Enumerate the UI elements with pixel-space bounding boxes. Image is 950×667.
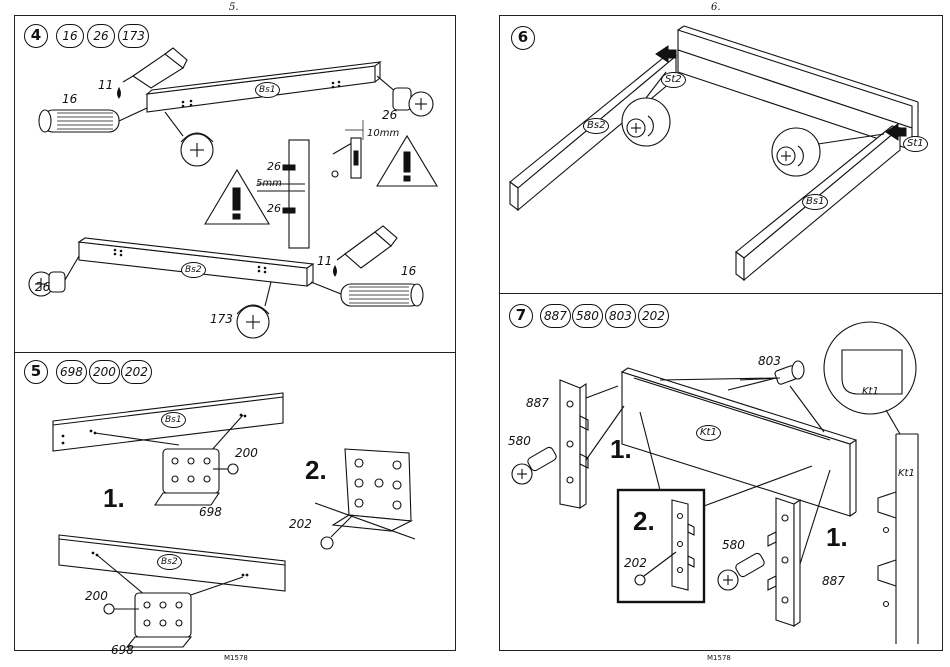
label-screw: 202 bbox=[289, 517, 312, 531]
substep-label: 1. bbox=[826, 522, 848, 553]
step-6-panel: 6 bbox=[500, 16, 942, 292]
label-cam-lock: 173 bbox=[210, 312, 233, 326]
side-panel bbox=[289, 140, 309, 248]
label-panel: St1 bbox=[903, 136, 928, 152]
label-board: Bs1 bbox=[161, 412, 186, 428]
step-4-panel: 4 16 26 173 bbox=[15, 16, 455, 352]
screw-icon bbox=[321, 515, 353, 549]
wooden-dowel-icon bbox=[311, 282, 423, 306]
substep-label: 2. bbox=[305, 455, 327, 486]
step-6-drawing bbox=[500, 16, 942, 292]
label-board: Kt1 bbox=[862, 386, 879, 397]
label-bracket: 698 bbox=[199, 505, 222, 519]
zoom-detail-icon bbox=[824, 322, 916, 434]
label-bolt: 803 bbox=[758, 354, 781, 368]
label-hook: 887 bbox=[822, 574, 845, 588]
side-board-kt1 bbox=[878, 434, 918, 644]
step-5-panel: 5 698 200 202 bbox=[15, 353, 455, 650]
label-board: Bs1 bbox=[255, 82, 280, 98]
label-screw: 202 bbox=[624, 556, 647, 570]
step-4-drawing bbox=[15, 16, 455, 352]
label-dowel: 16 bbox=[62, 92, 77, 106]
left-page: 4 16 26 173 bbox=[14, 15, 456, 651]
glue-bottle-icon bbox=[334, 226, 398, 276]
step-5-drawing bbox=[15, 353, 455, 650]
label-glue: 11 bbox=[98, 78, 113, 92]
substep-label: 1. bbox=[610, 434, 632, 465]
label-hook: 887 bbox=[526, 396, 549, 410]
cam-lock-icon bbox=[237, 282, 271, 338]
label-board: Kt1 bbox=[696, 425, 721, 441]
right-page-number: 6. bbox=[711, 2, 721, 13]
corner-bracket-icon bbox=[127, 593, 191, 647]
label-cam-bolt: 26 bbox=[382, 108, 397, 122]
label-glue: 11 bbox=[317, 254, 332, 268]
label-spacing: 5mm bbox=[256, 178, 282, 189]
cam-lock-icon bbox=[165, 112, 213, 166]
label-board: Bs2 bbox=[157, 554, 182, 570]
label-panel: St2 bbox=[661, 72, 686, 88]
label-bolt: 26 bbox=[267, 160, 281, 173]
label-dowel: 16 bbox=[401, 264, 416, 278]
screw-icon bbox=[104, 604, 139, 614]
label-depth: 10mm bbox=[367, 128, 399, 139]
substep-label: 2. bbox=[633, 506, 655, 537]
corner-bracket-icon bbox=[155, 449, 219, 505]
label-bolt: 580 bbox=[508, 434, 531, 448]
bolt-icon bbox=[718, 552, 766, 590]
label-bolt: 580 bbox=[722, 538, 745, 552]
right-footer: M1578 bbox=[707, 654, 731, 662]
bolt-icon bbox=[512, 446, 558, 484]
corner-bracket-icon bbox=[315, 449, 415, 539]
left-page-number: 5. bbox=[229, 2, 239, 13]
right-page: 6 bbox=[499, 15, 943, 651]
label-board: Bs2 bbox=[181, 262, 206, 278]
label-screw: 200 bbox=[85, 589, 108, 603]
left-footer: M1578 bbox=[224, 654, 248, 662]
inset-box bbox=[618, 490, 704, 602]
label-screw: 200 bbox=[235, 446, 258, 460]
label-bolt: 26 bbox=[267, 202, 281, 215]
label-cam-bolt: 26 bbox=[35, 280, 50, 294]
step-7-drawing bbox=[500, 294, 942, 650]
label-bracket: 698 bbox=[111, 643, 134, 657]
step-7-panel: 7 887 580 803 202 bbox=[500, 294, 942, 650]
substep-label: 1. bbox=[103, 483, 125, 514]
wooden-dowel-icon bbox=[39, 108, 147, 132]
label-board: Kt1 bbox=[898, 468, 915, 479]
